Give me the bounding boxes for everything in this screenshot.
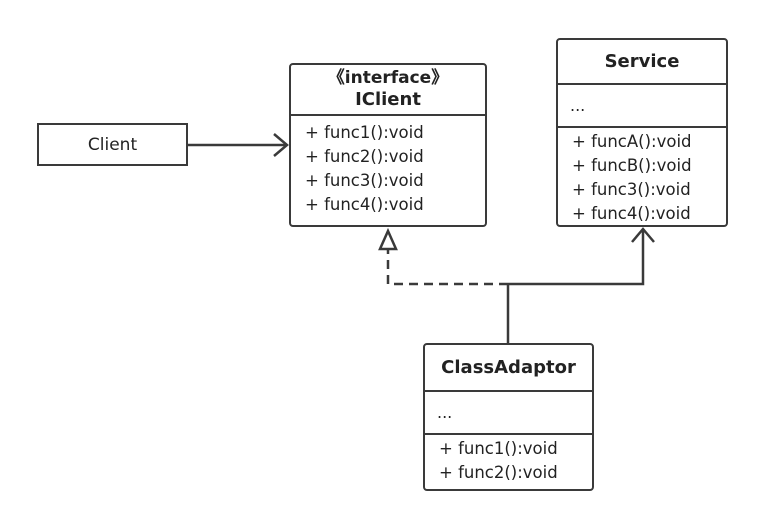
iclient-name: IClient [355,89,421,110]
classadaptor-header: ClassAdaptor [425,345,592,392]
service-methods: + funcA():void + funcB():void + func3():… [558,128,726,226]
classadaptor-name: ClassAdaptor [441,356,576,378]
iclient-interface-box[interactable]: 《interface》 IClient + func1():void + fun… [289,63,487,227]
service-link-line [508,230,645,286]
association-arrowhead [273,133,289,157]
method-row: + func3():void [572,180,691,199]
method-row: + func1():void [439,439,558,458]
method-row: + func1():void [305,123,424,142]
client-box[interactable]: Client [37,123,188,166]
classadaptor-class-box[interactable]: ClassAdaptor ... + func1():void + func2(… [423,343,594,491]
method-row: + funcB():void [572,156,692,175]
service-class-box[interactable]: Service ... + funcA():void + funcB():voi… [556,38,728,227]
method-row: + func4():void [572,204,691,223]
classadaptor-attributes: ... [425,392,592,435]
service-name: Service [604,50,680,72]
realization-hollow-triangle [378,227,398,251]
method-row: + func3():void [305,171,424,190]
iclient-methods: + func1():void + func2():void + func3():… [291,116,485,217]
service-header: Service [558,40,726,85]
method-row: + funcA():void [572,132,692,151]
method-row: + func2():void [439,463,558,482]
classadaptor-attributes-ellipsis: ... [437,402,453,422]
method-row: + func2():void [305,147,424,166]
service-attributes-ellipsis: ... [570,95,586,115]
realization-dashed-line [386,250,508,286]
method-row: + func4():void [305,195,424,214]
iclient-stereotype: 《interface》 [327,68,449,88]
service-attributes: ... [558,85,726,128]
client-label: Client [87,134,138,155]
iclient-header: 《interface》 IClient [291,65,485,116]
classadaptor-methods: + func1():void + func2():void [425,435,592,485]
service-link-arrowhead [631,227,655,243]
